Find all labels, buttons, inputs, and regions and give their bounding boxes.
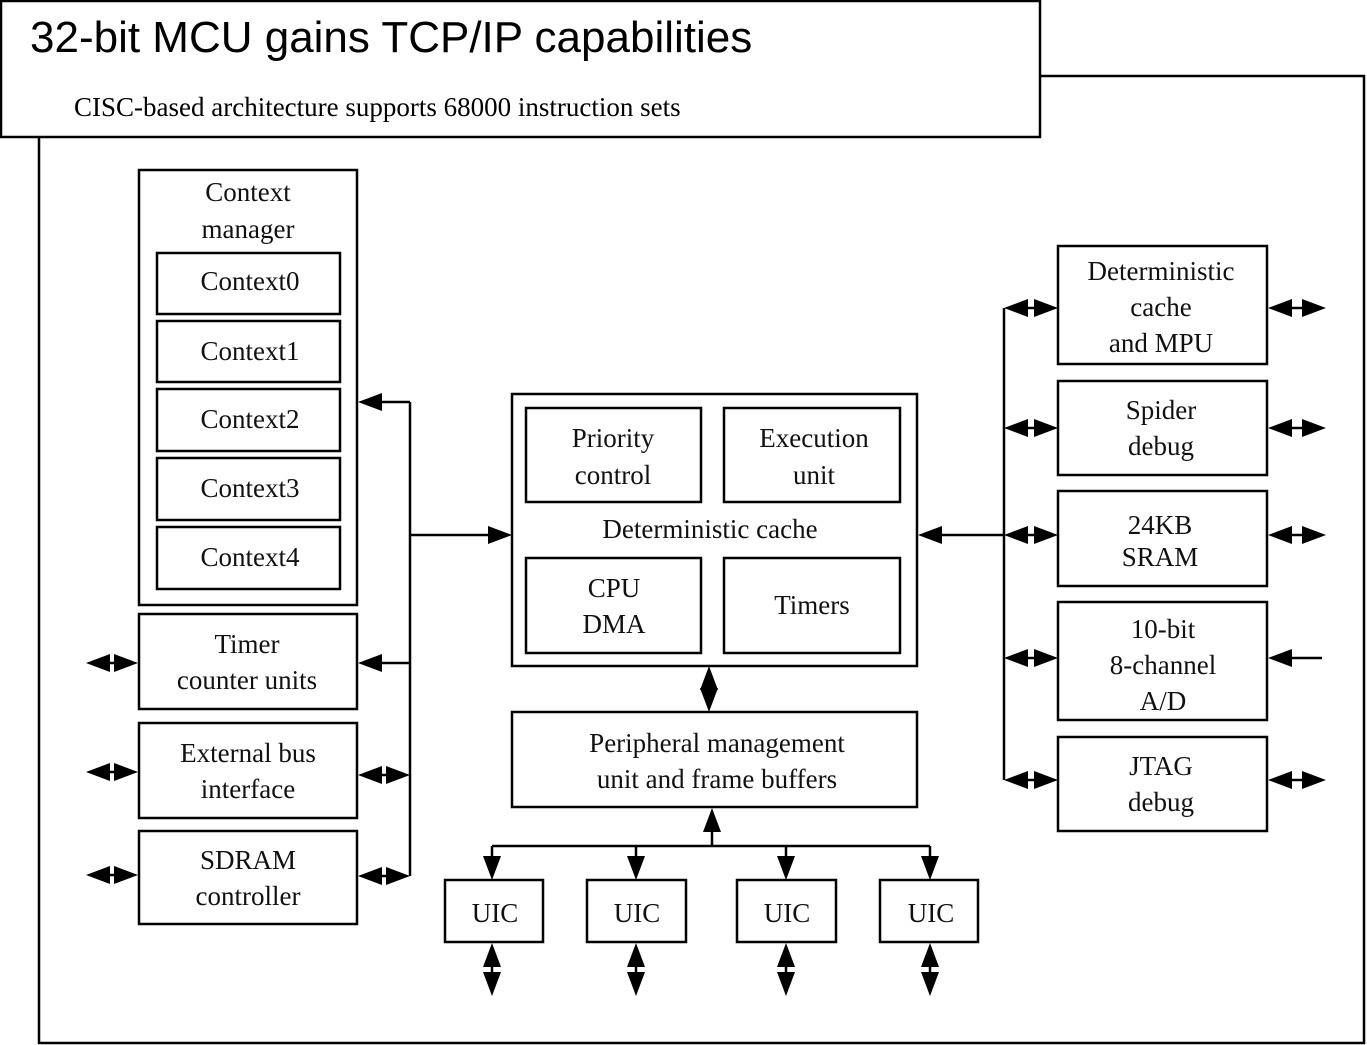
uic-1-label: UIC [472, 898, 519, 928]
context-manager-block: Context manager Context0 Context1 Contex… [137, 168, 359, 607]
context4-label: Context4 [201, 542, 300, 572]
arrowheads [86, 299, 1326, 996]
spider-debug-block: Spider debug [1056, 379, 1269, 477]
uic-block-3: UIC [735, 878, 838, 944]
page-subtitle: CISC-based architecture supports 68000 i… [74, 92, 681, 122]
sdram-controller-block: SDRAM controller [137, 829, 359, 926]
context2-label: Context2 [201, 404, 300, 434]
timer-label-line2: counter units [177, 665, 317, 695]
cache-mpu-label-line2: cache [1130, 292, 1191, 322]
adc-label-line1: 10-bit [1131, 614, 1196, 644]
context-manager-label-line2: manager [202, 214, 295, 244]
jtag-label-line1: JTAG [1129, 751, 1193, 781]
jtag-debug-block: JTAG debug [1056, 735, 1269, 833]
sram-block: 24KB SRAM [1056, 489, 1269, 588]
uic-4-label: UIC [908, 898, 955, 928]
uic-block-2: UIC [585, 878, 688, 944]
uic-3-label: UIC [764, 898, 811, 928]
spider-label-line1: Spider [1126, 395, 1197, 425]
title-banner [0, 0, 1042, 139]
execution-label-line1: Execution [759, 423, 869, 453]
uic-block-1: UIC [443, 878, 545, 944]
context0-label: Context0 [201, 266, 300, 296]
bus-label-line2: interface [201, 774, 295, 804]
timers-label: Timers [774, 590, 850, 620]
uic-2-label: UIC [614, 898, 661, 928]
timer-counter-block: Timer counter units [137, 612, 359, 711]
cpu-dma-label-line2: DMA [582, 609, 646, 639]
priority-label-line1: Priority [572, 423, 655, 453]
adc-label-line3: A/D [1140, 686, 1187, 716]
adc-block: 10-bit 8-channel A/D [1056, 600, 1269, 722]
context-manager-label-line1: Context [205, 177, 291, 207]
cache-mpu-label-line1: Deterministic [1088, 256, 1235, 286]
priority-label-line2: control [575, 460, 651, 490]
jtag-label-line2: debug [1128, 787, 1194, 817]
adc-label-line2: 8-channel [1110, 650, 1216, 680]
bus-label-line1: External bus [180, 738, 316, 768]
peripheral-management-block: Peripheral management unit and frame buf… [510, 710, 919, 809]
spider-label-line2: debug [1128, 431, 1194, 461]
sram-label-line2: SRAM [1122, 542, 1199, 572]
pmu-label-line1: Peripheral management [589, 728, 845, 758]
cache-mpu-block: Deterministic cache and MPU [1056, 244, 1269, 366]
sdram-label-line2: controller [196, 881, 301, 911]
pmu-label-line2: unit and frame buffers [597, 764, 837, 794]
external-bus-block: External bus interface [137, 721, 359, 820]
cpu-core-block: Priority control Execution unit Determin… [510, 392, 919, 668]
sram-label-line1: 24KB [1128, 510, 1193, 540]
uic-block-4: UIC [878, 878, 980, 944]
context3-label: Context3 [201, 473, 300, 503]
sdram-label-line1: SDRAM [200, 845, 296, 875]
page-title: 32-bit MCU gains TCP/IP capabilities [30, 13, 752, 62]
cache-mpu-label-line3: and MPU [1109, 328, 1213, 358]
deterministic-cache-label: Deterministic cache [602, 514, 817, 544]
cpu-dma-label-line1: CPU [588, 573, 641, 603]
timer-label-line1: Timer [214, 629, 279, 659]
context1-label: Context1 [201, 336, 300, 366]
execution-label-line2: unit [793, 460, 836, 490]
